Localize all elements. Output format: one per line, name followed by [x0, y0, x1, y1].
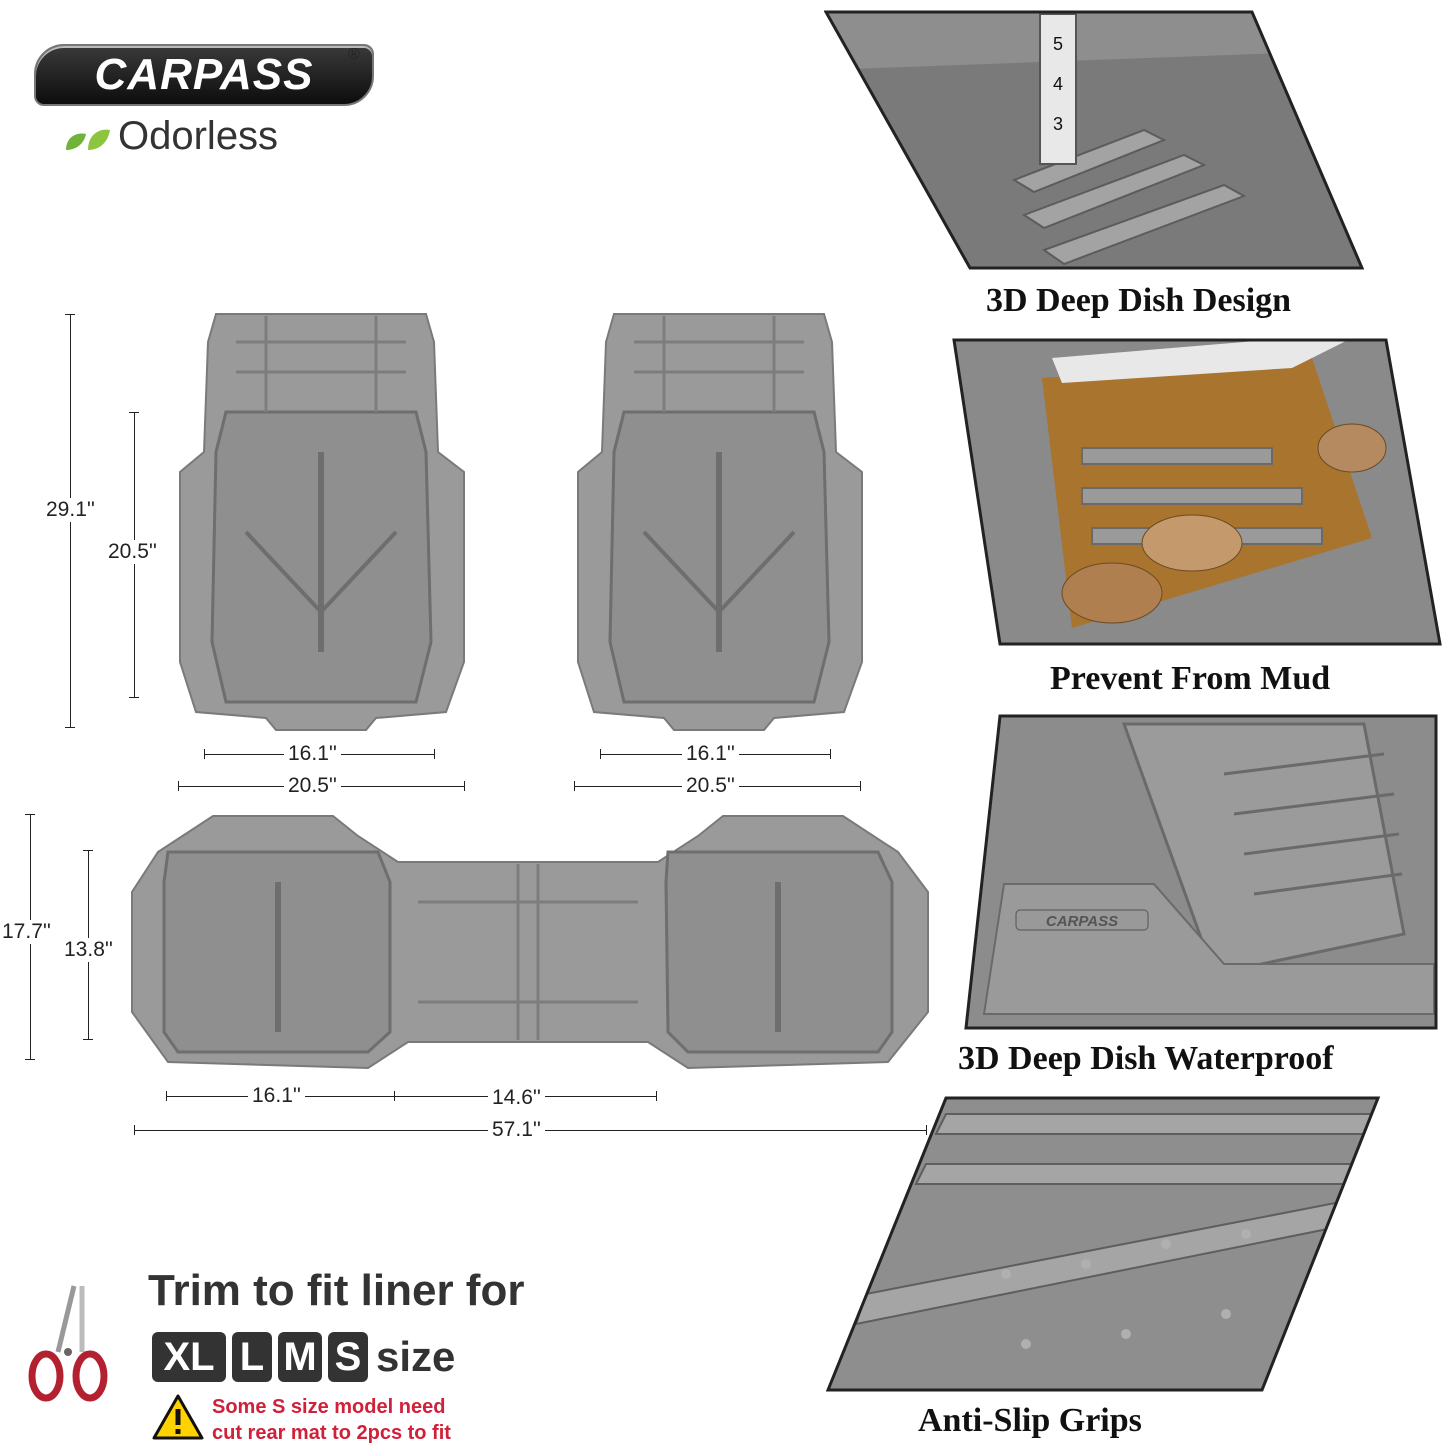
feature-panel-mud [952, 338, 1442, 646]
svg-text:3: 3 [1053, 114, 1063, 134]
feature-caption-waterproof: 3D Deep Dish Waterproof [958, 1040, 1334, 1077]
size-badge-xl: XL [152, 1332, 226, 1382]
size-word: size [376, 1333, 456, 1380]
warning-triangle-icon [152, 1394, 204, 1440]
feature-panel-waterproof: CARPASS [964, 714, 1438, 1030]
size-badge-m: M [278, 1332, 322, 1382]
trim-title: Trim to fit liner for [148, 1266, 525, 1315]
dim-tick [656, 1091, 657, 1101]
dim-tick [178, 781, 179, 791]
feature-caption-mud: Prevent From Mud [1050, 660, 1331, 697]
dim-rear-width-center: 14.6'' [488, 1086, 545, 1110]
svg-text:5: 5 [1053, 34, 1063, 54]
svg-text:CARPASS: CARPASS [1046, 913, 1118, 930]
dim-tick [129, 412, 139, 413]
dim-tick [434, 749, 435, 759]
feature-caption-anti-slip: Anti-Slip Grips [918, 1402, 1142, 1439]
dim-tick [65, 727, 75, 728]
size-badge-s: S [328, 1332, 368, 1382]
dim-tick [830, 749, 831, 759]
dim-front-height-inner: 20.5'' [104, 540, 161, 564]
dim-tick [860, 781, 861, 791]
dim-tick [129, 697, 139, 698]
front-left-mat [179, 313, 465, 731]
dim-tick [166, 1091, 167, 1101]
size-badge-l: L [232, 1332, 272, 1382]
dim-front-height-total: 29.1'' [42, 498, 99, 522]
dim-tick [83, 850, 93, 851]
dim-tick [574, 781, 575, 791]
dim-tick [926, 1125, 927, 1135]
trim-warning: Some S size model need cut rear mat to 2… [212, 1394, 451, 1446]
dim-tick [464, 781, 465, 791]
dim-tick [600, 749, 601, 759]
dim-tick [83, 1039, 93, 1040]
dim-fl-width-total: 20.5'' [284, 774, 341, 798]
feature-panel-anti-slip [826, 1096, 1381, 1392]
trim-warning-line2: cut rear mat to 2pcs to fit [212, 1422, 451, 1444]
brand-logo: CARPASS [34, 44, 374, 106]
tagline: Odorless [118, 114, 279, 158]
registered-mark: ® [348, 46, 360, 63]
dim-rear-width-total: 57.1'' [488, 1118, 545, 1142]
front-right-mat [577, 313, 863, 731]
dim-fr-width-inner: 16.1'' [682, 742, 739, 766]
dim-tick [25, 814, 35, 815]
svg-text:4: 4 [1053, 74, 1063, 94]
dim-fr-width-total: 20.5'' [682, 774, 739, 798]
feature-panel-deep-dish: 5 4 3 [824, 10, 1364, 270]
dim-tick [134, 1125, 135, 1135]
feature-caption-deep-dish: 3D Deep Dish Design [986, 282, 1292, 319]
dim-rear-height-inner: 13.8'' [60, 938, 117, 962]
dim-tick [204, 749, 205, 759]
scissors-icon [28, 1285, 108, 1402]
dim-rear-width-pad: 16.1'' [248, 1084, 305, 1108]
logo-text: CARPASS [94, 50, 314, 99]
leaf-icon [66, 129, 110, 150]
dim-tick [25, 1059, 35, 1060]
dim-tick [65, 314, 75, 315]
dim-fl-width-inner: 16.1'' [284, 742, 341, 766]
dim-rear-height-total: 17.7'' [0, 920, 53, 944]
trim-warning-line1: Some S size model need [212, 1396, 446, 1418]
rear-mat [131, 815, 929, 1070]
